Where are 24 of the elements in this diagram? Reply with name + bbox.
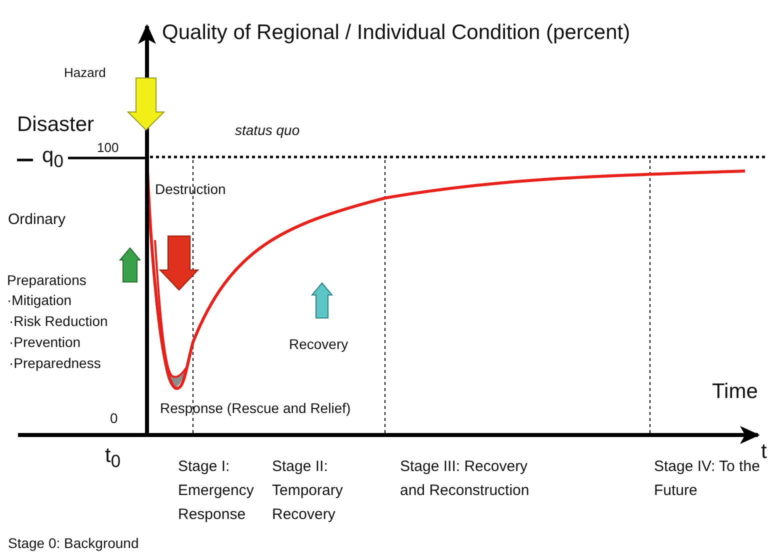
- annotation-text: ·Prevention: [9, 334, 81, 350]
- stage-label: Stage I: Emergency Response: [178, 457, 255, 525]
- annotation-text: ·Preparedness: [9, 355, 101, 372]
- annotation-text: Response (Rescue and Relief): [160, 400, 351, 416]
- tick-label: q$_{0}$: [42, 144, 64, 172]
- tick-label: 100: [97, 141, 119, 156]
- axis-title: Quality of Regional / Individual Condition (percent): [162, 20, 632, 46]
- annotation-text: ·Mitigation: [7, 292, 72, 308]
- reference-label: status quo: [235, 122, 300, 138]
- stage-label: Stage III: Recovery and Reconstruction: [400, 457, 530, 501]
- stage-label: Stage 0: Background: [8, 535, 139, 552]
- annotation-text: Preparations: [7, 272, 86, 288]
- axis-title: Time: [712, 380, 758, 404]
- annotation-text: ·Risk Reduction: [9, 313, 108, 330]
- stage-label: Stage IV: To the Future: [654, 457, 761, 501]
- annotation-text: Disaster: [17, 113, 94, 138]
- axis-label: t: [761, 440, 767, 464]
- tick-label: t$_{0}$: [105, 444, 121, 472]
- annotation-text: Destruction: [155, 181, 226, 198]
- tick-label: 0: [110, 410, 118, 426]
- annotation-text: Recovery: [289, 336, 348, 352]
- stage-label: Stage II: Temporary Recovery: [272, 457, 344, 525]
- annotation-text: Ordinary: [8, 211, 66, 228]
- annotation-text: Hazard: [64, 66, 106, 81]
